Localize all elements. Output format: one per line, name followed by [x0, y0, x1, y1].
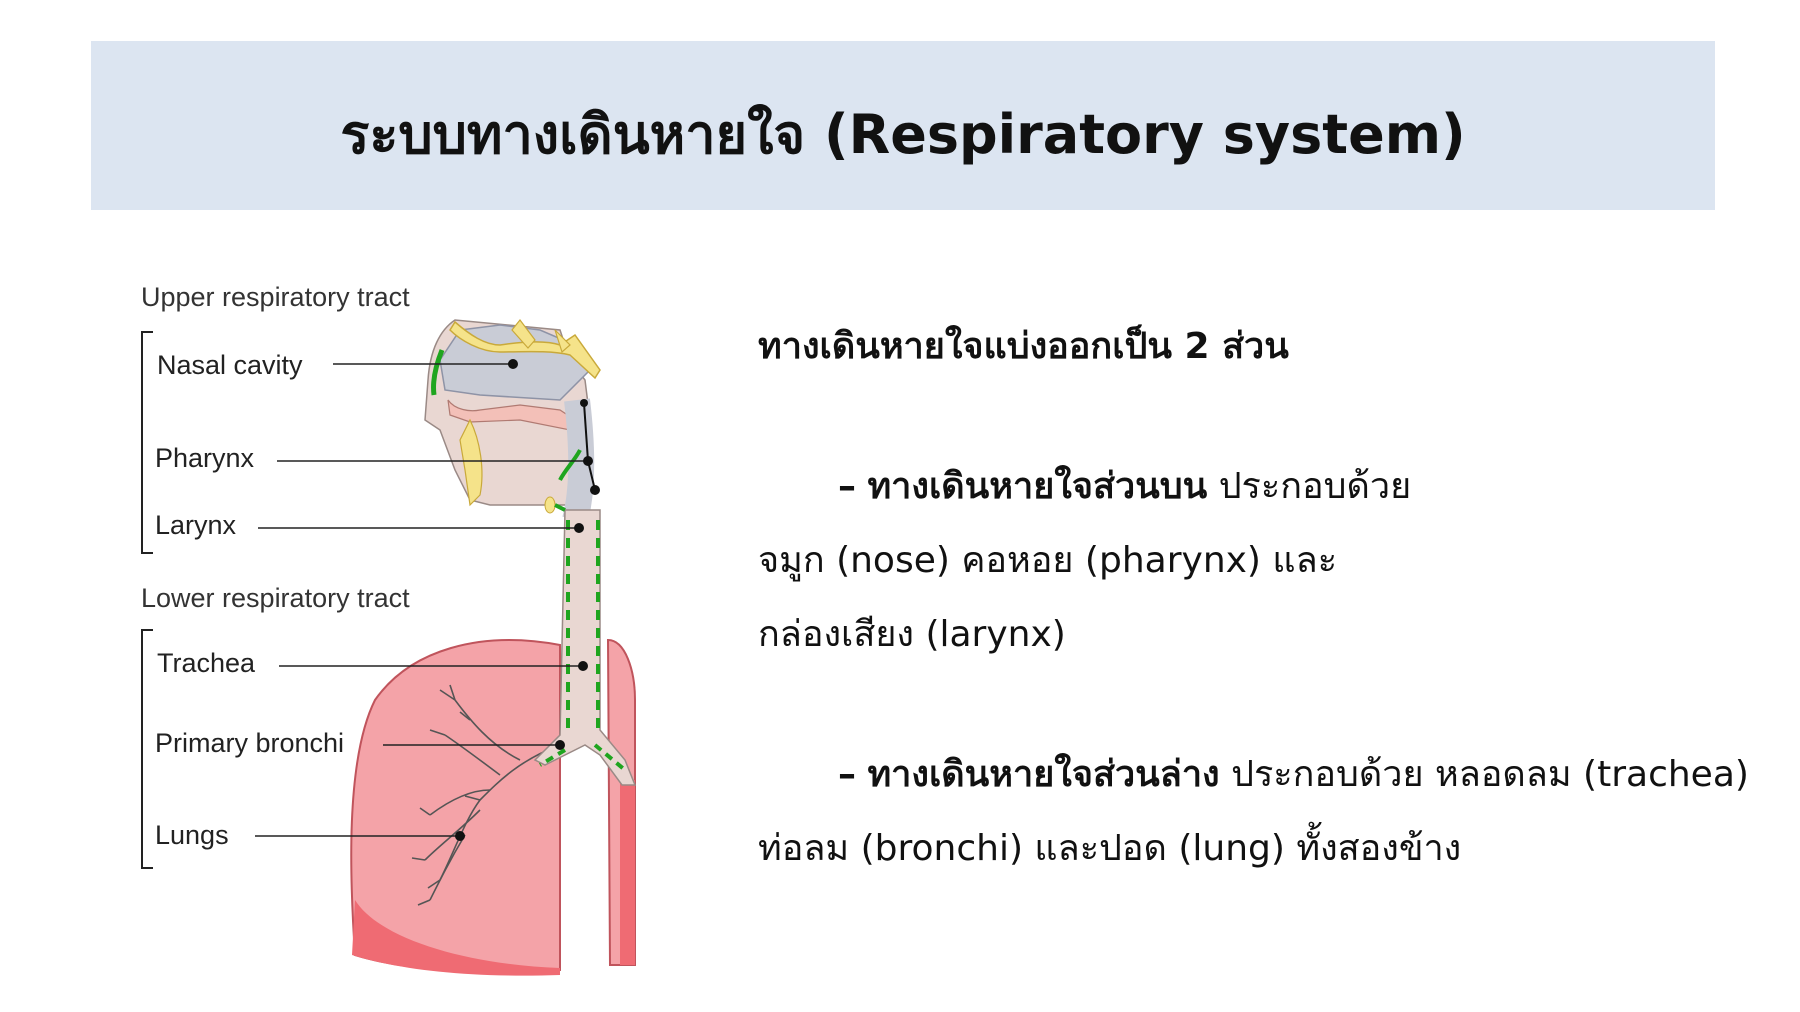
label-text: Larynx — [155, 510, 237, 540]
trachea-illustration — [533, 449, 637, 786]
label-trachea: Trachea — [157, 648, 588, 678]
upper-dash: – — [838, 466, 856, 507]
head-illustration — [424, 319, 601, 524]
lower-dash: – — [838, 754, 856, 795]
page-title: ระบบทางเดินหายใจ (Respiratory system) — [340, 103, 1466, 166]
upper-tract-item: – ทางเดินหายใจส่วนบน ประกอบด้วย จมูก (no… — [758, 450, 1768, 672]
lung-illustration — [350, 638, 636, 976]
upper-line1: ประกอบด้วย — [1218, 466, 1412, 507]
label-text: Primary bronchi — [155, 728, 344, 758]
title-banner: ระบบทางเดินหายใจ (Respiratory system) — [91, 41, 1715, 210]
upper-tract-bracket — [141, 331, 153, 554]
label-pharynx: Pharynx — [155, 399, 600, 495]
upper-line3: กล่องเสียง (larynx) — [758, 614, 1066, 655]
lower-tract-bracket — [141, 629, 153, 869]
label-larynx: Larynx — [155, 510, 584, 540]
label-primary-bronchi: Primary bronchi — [155, 728, 565, 758]
lower-tract-item: – ทางเดินหายใจส่วนล่าง ประกอบด้วย หลอดลม… — [758, 738, 1768, 886]
lower-term: ทางเดินหายใจส่วนล่าง — [867, 754, 1220, 795]
lower-line2: ท่อลม (bronchi) และปอด (lung) ทั้งสองข้า… — [758, 828, 1462, 869]
label-text: Nasal cavity — [157, 350, 303, 380]
label-text: Pharynx — [155, 443, 255, 473]
label-lungs: Lungs — [155, 820, 465, 850]
lower-tract-heading: Lower respiratory tract — [141, 583, 410, 613]
bronchial-tree — [411, 684, 561, 906]
upper-tract-heading: Upper respiratory tract — [141, 282, 410, 312]
label-text: Trachea — [157, 648, 256, 678]
label-nasal-cavity: Nasal cavity — [157, 350, 518, 380]
lower-line1: ประกอบด้วย หลอดลม (trachea) — [1231, 754, 1749, 795]
upper-term: ทางเดินหายใจส่วนบน — [867, 466, 1208, 507]
label-text: Lungs — [155, 820, 229, 850]
explanation-panel: ทางเดินหายใจแบ่งออกเป็น 2 ส่วน – ทางเดิน… — [758, 310, 1768, 952]
panel-heading: ทางเดินหายใจแบ่งออกเป็น 2 ส่วน — [758, 326, 1289, 367]
upper-line2: จมูก (nose) คอหอย (pharynx) และ — [758, 540, 1338, 581]
